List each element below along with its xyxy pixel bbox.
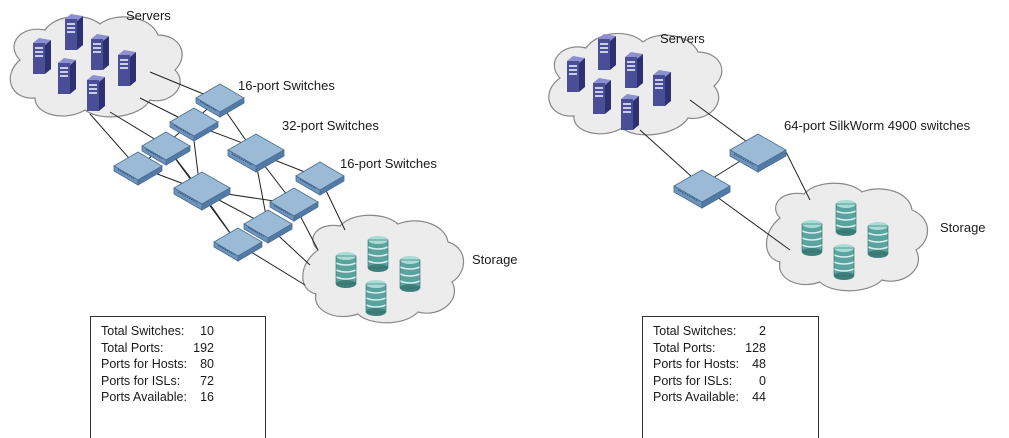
server-icon [65, 14, 83, 50]
left-servers-label: Servers [126, 8, 171, 23]
stat-value: 72 [200, 373, 214, 388]
right-servers-label: Servers [660, 31, 705, 46]
stats-row: Ports for ISLs: 72 [101, 373, 214, 390]
storage-icon [867, 221, 889, 259]
stat-value: 128 [745, 340, 766, 355]
stat-label: Ports Available: [101, 390, 187, 404]
stats-row: Total Ports: 192 [101, 340, 214, 357]
stat-value: 192 [193, 340, 214, 355]
right-stats-box: Total Switches: 2 Total Ports: 128 Ports f… [642, 316, 819, 438]
right-storage-cloud [766, 182, 929, 292]
stats-row: Ports Available: 16 [101, 389, 214, 406]
right-switches-label: 64-port SilkWorm 4900 switches [784, 118, 971, 133]
server-icon [598, 34, 616, 70]
stat-value: 16 [200, 390, 214, 404]
stat-value: 10 [200, 324, 214, 338]
stat-label: Total Ports: [101, 340, 164, 355]
stat-value: 0 [759, 373, 766, 388]
right-switches [673, 133, 787, 209]
left-16-port-switches-label-bottom: 16-port Switches [340, 156, 437, 171]
stat-label: Ports Available: [653, 390, 739, 404]
switch-icon [295, 161, 345, 196]
stat-label: Total Switches: [653, 324, 737, 338]
stat-value: 80 [200, 357, 214, 371]
server-icon [621, 94, 639, 130]
stats-row: Ports Available: 44 [653, 389, 766, 406]
right-storage-label: Storage [940, 220, 986, 235]
server-icon [593, 78, 611, 114]
server-icon [58, 58, 76, 94]
switch-icon [173, 171, 231, 211]
right-diagram [548, 32, 929, 292]
stats-row: Ports for Hosts: 80 [101, 356, 214, 373]
right-stats-table: Total Switches: 2 Total Ports: 128 Ports f… [653, 323, 766, 406]
storage-icon [833, 243, 855, 281]
stat-value: 2 [759, 324, 766, 338]
stat-label: Total Switches: [101, 324, 185, 338]
stat-value: 48 [752, 357, 766, 371]
stat-label: Ports for Hosts: [101, 357, 188, 371]
left-16-port-switches-label-top: 16-port Switches [238, 78, 335, 93]
storage-icon [367, 235, 389, 273]
left-storage-label: Storage [472, 252, 518, 267]
server-icon [91, 34, 109, 70]
switch-icon [169, 107, 219, 142]
stat-value: 44 [752, 390, 766, 404]
stats-row: Total Switches: 10 [101, 323, 214, 340]
left-stats-table: Total Switches: 10 Total Ports: 192 Ports … [101, 323, 214, 406]
stat-label: Total Ports: [653, 340, 716, 355]
switch-icon [729, 133, 787, 173]
storage-icon [335, 251, 357, 289]
stats-row: Total Switches: 2 [653, 323, 766, 340]
switch-icon [673, 169, 731, 209]
server-icon [33, 38, 51, 74]
storage-icon [399, 255, 421, 293]
stats-row: Ports for Hosts: 48 [653, 356, 766, 373]
server-icon [625, 52, 643, 88]
left-diagram [9, 14, 465, 324]
stat-label: Ports for ISLs: [653, 373, 733, 388]
storage-icon [365, 279, 387, 317]
stats-row: Total Ports: 128 [653, 340, 766, 357]
server-icon [87, 75, 105, 111]
server-icon [567, 56, 585, 92]
switch-icon [227, 133, 285, 173]
stat-label: Ports for ISLs: [101, 373, 181, 388]
stats-row: Ports for ISLs: 0 [653, 373, 766, 390]
left-32-port-switches-label: 32-port Switches [282, 118, 379, 133]
storage-icon [801, 219, 823, 257]
stat-label: Ports for Hosts: [653, 357, 740, 371]
server-icon [118, 50, 136, 86]
server-icon [653, 70, 671, 106]
storage-icon [835, 199, 857, 237]
left-stats-box: Total Switches: 10 Total Ports: 192 Ports … [90, 316, 266, 438]
